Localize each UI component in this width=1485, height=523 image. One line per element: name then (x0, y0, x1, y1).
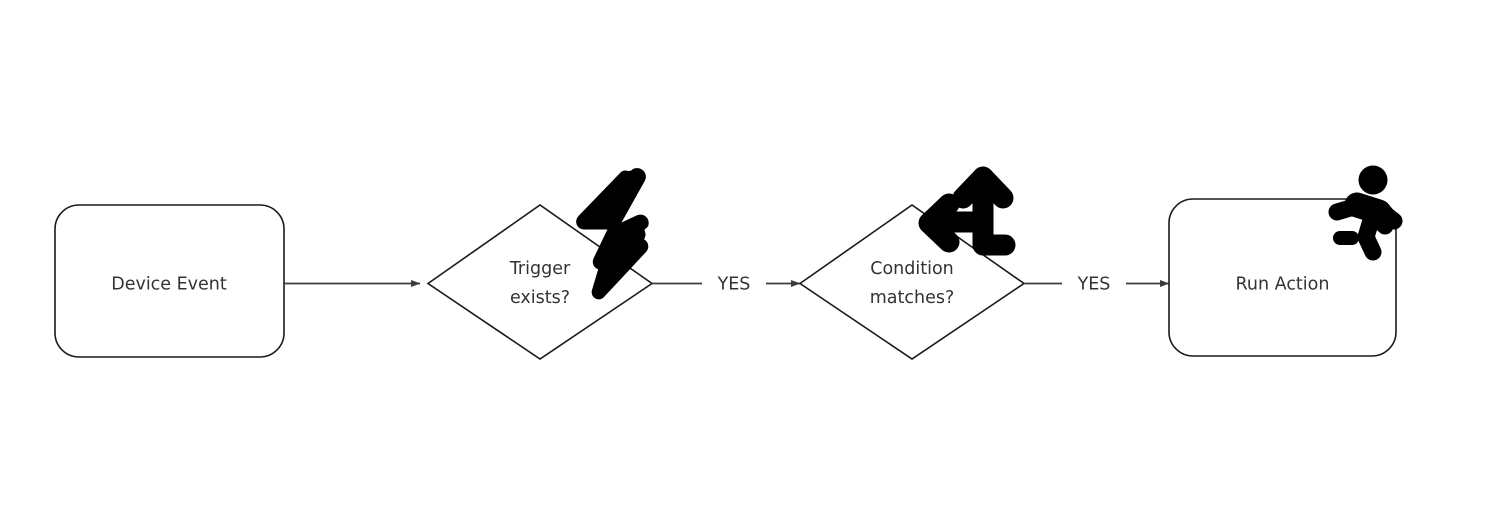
device-event-box[interactable] (54, 204, 285, 358)
device-event-label: Device Event (111, 275, 227, 295)
condition-matches-label-line2: matches? (870, 288, 955, 308)
edge-label-yes-2: YES (1077, 275, 1111, 295)
branch-arrow-icon (918, 166, 1016, 256)
trigger-exists-label-line2: exists? (510, 288, 570, 308)
node-condition-matches[interactable]: Condition matches? (798, 204, 1026, 360)
running-person-icon (1328, 165, 1403, 261)
lightning-bolt-icon (576, 168, 649, 300)
edge-label-yes-1: YES (717, 275, 751, 295)
edge-trigger-to-condition: YES (652, 275, 801, 295)
edge-condition-to-action: YES (1024, 275, 1170, 295)
trigger-exists-label-line1: Trigger (509, 259, 571, 279)
node-device-event[interactable]: Device Event (54, 204, 285, 358)
run-action-label: Run Action (1236, 275, 1330, 295)
condition-matches-label-line1: Condition (870, 259, 954, 279)
